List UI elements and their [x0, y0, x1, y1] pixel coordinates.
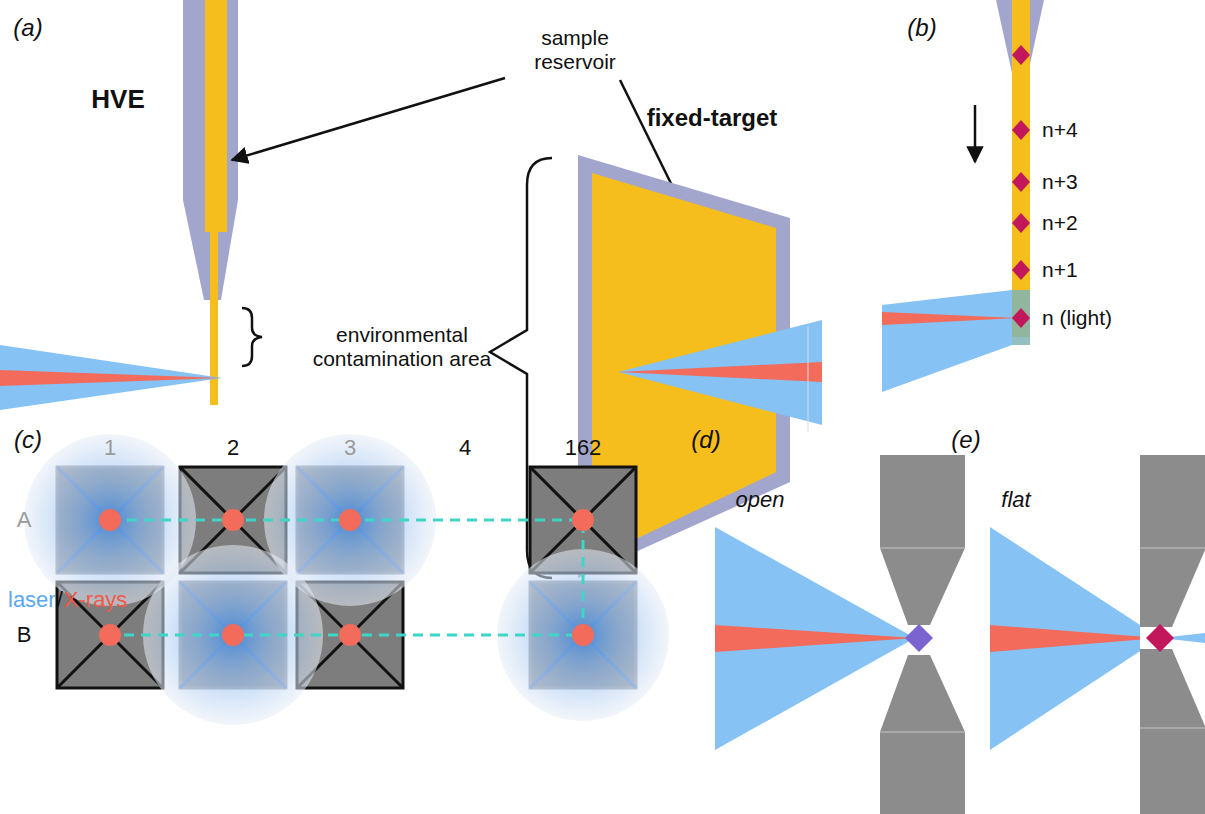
brace: [242, 308, 262, 366]
panel-letter: (b): [907, 14, 936, 42]
laser-beam: [0, 345, 222, 410]
beam-label: X-rays: [64, 587, 128, 612]
device-label: fixed-target: [647, 104, 778, 132]
open-mount: [715, 455, 965, 814]
panel-letter: (a): [13, 14, 42, 42]
column-number: 2: [227, 435, 239, 460]
chip-wells: [24, 434, 669, 725]
panel-letter: (c): [14, 426, 42, 454]
nozzle-stream: [882, 0, 1044, 392]
device-label: HVE: [91, 85, 144, 115]
crystal-index: n (light): [1042, 306, 1112, 330]
flow-arrow: [974, 105, 977, 162]
crystal-index: n+2: [1042, 211, 1078, 235]
beam-label: /: [57, 587, 63, 612]
hve-nozzle: [183, 0, 238, 405]
mount-type: flat: [1001, 487, 1030, 512]
row-letter: A: [17, 507, 32, 532]
column-number: 4: [459, 435, 471, 460]
flat-mount: [990, 455, 1205, 814]
column-number: 162: [565, 435, 602, 460]
panel-letter: (e): [951, 426, 980, 454]
column-number: 1: [104, 435, 116, 460]
leader-arrow: [232, 78, 505, 160]
panel-letter: (d): [691, 426, 720, 454]
crystal-index: n+3: [1042, 170, 1078, 194]
beam-label: laser: [8, 587, 56, 612]
part-label: sample reservoir: [520, 26, 630, 74]
crystal-index: n+4: [1042, 118, 1078, 142]
region-label: environmental contamination area: [307, 323, 497, 371]
column-number: 3: [344, 435, 356, 460]
row-letter: B: [17, 622, 32, 647]
mount-type: open: [736, 487, 785, 512]
crystal-index: n+1: [1042, 258, 1078, 282]
